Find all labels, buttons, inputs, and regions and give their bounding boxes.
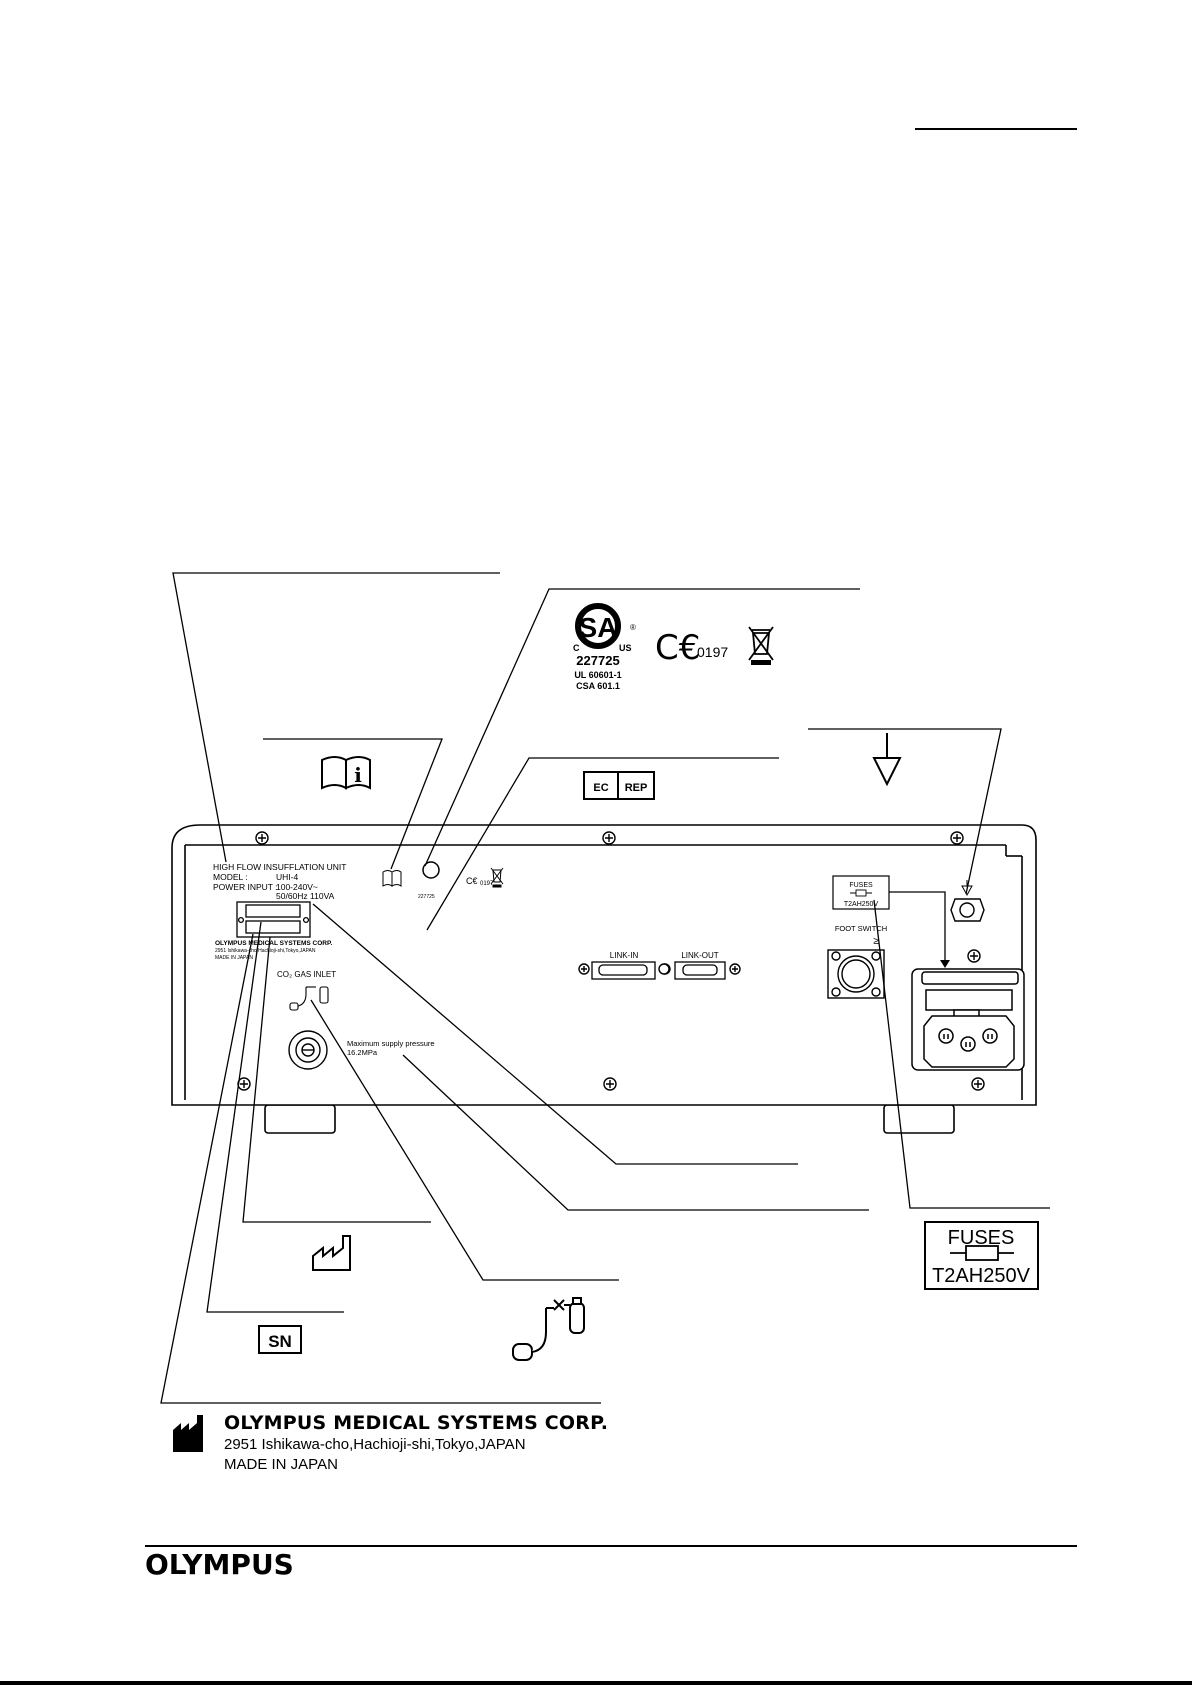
sn-symbol-box — [258, 1325, 302, 1354]
small-csa-number: 227725 — [418, 894, 435, 900]
screw-icon — [603, 1077, 617, 1091]
rep-label: REP — [625, 782, 648, 794]
csa-c: C — [573, 643, 580, 653]
power-value-2: 50/60Hz 110VA — [276, 891, 335, 901]
csa-standard-1: UL 60601-1 — [574, 670, 621, 680]
fuses-label: FUSES — [948, 1227, 1015, 1249]
equipotential-icon — [872, 733, 902, 787]
link-in-label: LINK-IN — [610, 951, 639, 960]
manufacturer-filled-icon — [173, 1415, 203, 1452]
equipotential-terminal — [950, 898, 985, 922]
small-fuses-rating: T2AH250V — [844, 901, 879, 908]
serial-plate — [236, 901, 311, 938]
model-value: UHI-4 — [276, 872, 298, 882]
screw-icon — [950, 831, 964, 845]
power-inlet — [911, 968, 1025, 1071]
manufacturer-name: OLYMPUS MEDICAL SYSTEMS CORP. — [224, 1412, 609, 1434]
fuses-rating: T2AH250V — [932, 1265, 1030, 1287]
gas-cylinder-icon — [512, 1297, 585, 1361]
max-pressure-label: Maximum supply pressure — [347, 1039, 435, 1048]
fuse-icon — [950, 1245, 1014, 1261]
manufacturer-address: 2951 Ishikawa-cho,Hachioji-shi,Tokyo,JAP… — [224, 1436, 526, 1453]
registered-mark: ® — [630, 623, 636, 632]
callout-lines — [160, 572, 1050, 1404]
small-ce-number: 0197 — [480, 881, 494, 887]
unit-name-label: HIGH FLOW INSUFFLATION UNIT — [213, 862, 346, 872]
power-input-label: POWER INPUT : — [213, 882, 278, 892]
foot-switch-label: FOOT SWITCH — [835, 924, 887, 933]
manufacturer-icon — [312, 1235, 351, 1271]
weee-bin-icon — [748, 626, 774, 665]
ce-number: 0197 — [697, 644, 728, 660]
plate-company: OLYMPUS MEDICAL SYSTEMS CORP. — [215, 940, 332, 947]
screw-icon — [971, 1077, 985, 1091]
power-value-1: 100-240V~ — [276, 882, 318, 892]
csa-letters: SA — [579, 612, 618, 643]
link-out-connector — [674, 961, 726, 980]
screws — [237, 831, 985, 1091]
small-ce-mark: C€ — [466, 876, 478, 886]
link-out-label: LINK-OUT — [681, 951, 718, 960]
right-foot — [883, 1104, 955, 1134]
foot-switch-connector — [827, 949, 885, 999]
screw-icon — [967, 949, 981, 963]
screw-icon — [729, 963, 741, 975]
model-label: MODEL : — [213, 872, 248, 882]
csa-mark-icon — [575, 603, 621, 649]
small-fuse-icon — [850, 889, 872, 897]
page-bottom-edge — [0, 1681, 1192, 1685]
csa-standard-2: CSA 601.1 — [576, 681, 620, 691]
csa-number: 227725 — [576, 653, 619, 668]
plate-made-in: MADE IN JAPAN — [215, 955, 253, 961]
small-fuses-label: FUSES — [849, 882, 873, 889]
screw-icon — [658, 963, 670, 975]
screw-icon — [237, 1077, 251, 1091]
sn-label: SN — [268, 1332, 292, 1351]
screw-icon — [578, 963, 590, 975]
left-foot — [264, 1104, 336, 1134]
co2-gas-inlet-label: CO₂ GAS INLET — [277, 970, 336, 979]
fuse-arrowhead — [940, 960, 950, 968]
small-weee-icon — [490, 867, 504, 888]
olympus-logo: OLYMPUS — [145, 1548, 294, 1581]
ce-mark-icon: C€ — [655, 628, 700, 668]
small-csa-icon — [422, 861, 440, 879]
ec-label: EC — [593, 782, 608, 794]
max-pressure-value: 16.2MPa — [347, 1048, 378, 1057]
co2-inlet — [288, 1030, 328, 1070]
screw-icon — [602, 831, 616, 845]
ec-rep-symbol — [583, 771, 655, 800]
csa-us: US — [619, 643, 632, 653]
small-gas-cylinder-icon — [289, 986, 329, 1011]
screw-icon — [255, 831, 269, 845]
small-instructions-icon — [382, 870, 402, 887]
plate-address: 2951 Ishikawa-cho,Hachioji-shi,Tokyo,JAP… — [215, 948, 316, 954]
foot-switch-symbol: ≥ — [873, 936, 879, 947]
small-equipotential-icon — [961, 880, 973, 897]
instructions-icon — [321, 756, 371, 790]
info-glyph: i — [354, 763, 362, 787]
link-in-connector — [591, 961, 656, 980]
manufacturer-made-in: MADE IN JAPAN — [224, 1456, 338, 1473]
